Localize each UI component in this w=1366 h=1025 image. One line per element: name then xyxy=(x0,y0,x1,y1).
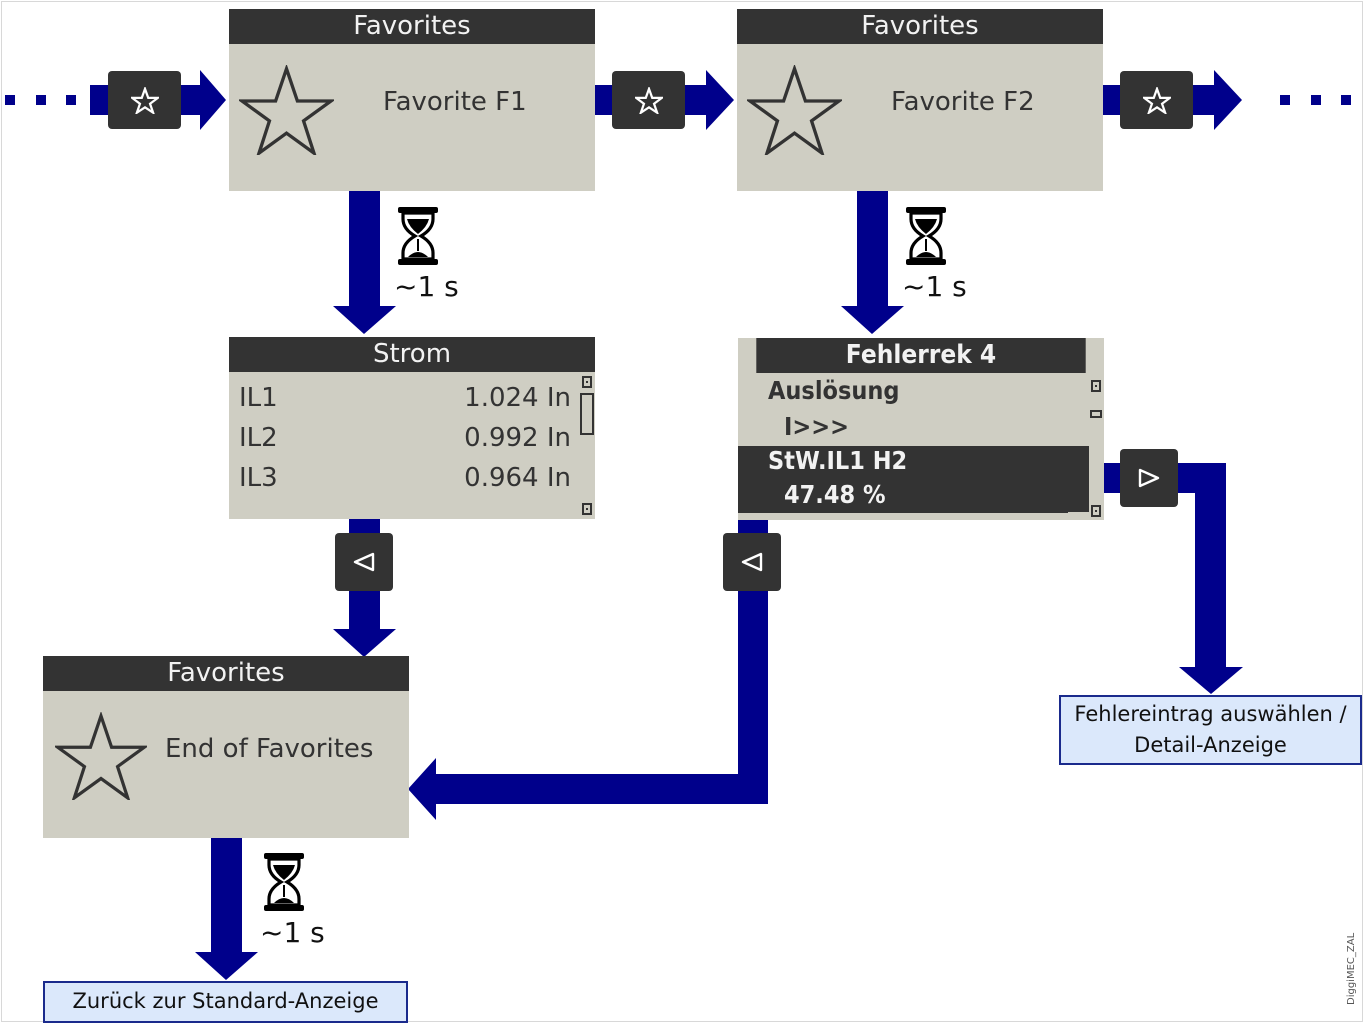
scrollbar-up[interactable] xyxy=(582,376,592,388)
dot xyxy=(1280,95,1290,105)
arrow-head xyxy=(1214,70,1242,130)
scrollbar-down[interactable] xyxy=(1091,505,1101,517)
note-line: Fehlereintrag auswählen / xyxy=(1074,702,1347,726)
scrollbar-thumb[interactable] xyxy=(580,393,594,435)
arrow-body xyxy=(349,191,380,308)
star-icon xyxy=(55,712,147,800)
dot xyxy=(36,95,46,105)
record-line: StW.IL1 H2 xyxy=(768,446,908,475)
right-key-button[interactable] xyxy=(1120,449,1178,507)
left-key-button[interactable] xyxy=(335,533,393,591)
star-icon xyxy=(239,65,334,155)
arrow-head xyxy=(200,70,226,130)
underline xyxy=(738,511,1068,513)
screen-header: Strom xyxy=(229,337,595,372)
star-icon xyxy=(747,65,842,155)
row-value: 1.024 In xyxy=(464,383,571,413)
row-name: IL2 xyxy=(239,423,278,453)
hourglass-icon xyxy=(264,853,304,911)
arrow-head xyxy=(706,70,734,130)
scrollbar-down[interactable] xyxy=(582,503,592,515)
dot xyxy=(1311,95,1321,105)
arrow-head xyxy=(333,306,396,334)
favorite-label: Favorite F2 xyxy=(891,87,1035,117)
row-value: 0.964 In xyxy=(464,463,571,493)
dot xyxy=(5,95,15,105)
dot xyxy=(66,95,76,105)
row-value: 0.992 In xyxy=(464,423,571,453)
fehlerrek-screen: Fehlerrek 4 Auslösung I>>> StW.IL1 H2 47… xyxy=(738,338,1104,520)
delay-label: ~1 s xyxy=(902,270,967,303)
left-key-button[interactable] xyxy=(723,533,781,591)
selected-row[interactable]: StW.IL1 H2 47.48 % xyxy=(738,446,1089,512)
row-name: IL1 xyxy=(239,383,278,413)
scrollbar-thumb[interactable] xyxy=(1090,410,1102,418)
delay-label: ~1 s xyxy=(260,916,325,949)
hourglass-icon xyxy=(398,207,438,265)
reference-label: DiggiMEC_ZAL xyxy=(1346,932,1357,1005)
arrow-head xyxy=(333,629,396,657)
screen-header: Fehlerrek 4 xyxy=(756,338,1086,373)
arrow-head xyxy=(195,952,258,980)
screen-header: Favorites xyxy=(737,9,1103,44)
arrow-head xyxy=(841,306,904,334)
favorite-f2-screen: Favorites Favorite F2 xyxy=(737,9,1103,191)
record-line: I>>> xyxy=(784,412,849,441)
screen-header: Favorites xyxy=(229,9,595,44)
dot xyxy=(1341,95,1351,105)
row-name: IL3 xyxy=(239,463,278,493)
triangle-right-icon xyxy=(1138,468,1160,488)
screen-header: Favorites xyxy=(43,656,409,691)
favorite-label: Favorite F1 xyxy=(383,87,527,117)
favorite-key-button[interactable] xyxy=(108,71,181,129)
strom-screen: Strom IL1 1.024 In IL2 0.992 In IL3 0.96… xyxy=(229,337,595,519)
end-of-favorites-screen: Favorites End of Favorites xyxy=(43,656,409,838)
favorite-key-button[interactable] xyxy=(1120,71,1193,129)
back-note: Zurück zur Standard-Anzeige xyxy=(43,981,408,1023)
star-icon xyxy=(130,86,159,114)
arrow-body xyxy=(432,774,768,804)
arrow-body xyxy=(857,191,888,308)
favorite-key-button[interactable] xyxy=(612,71,685,129)
delay-label: ~1 s xyxy=(394,270,459,303)
record-line: Auslösung xyxy=(768,376,900,405)
arrow-body xyxy=(1195,463,1226,669)
note-line: Detail-Anzeige xyxy=(1134,733,1287,757)
detail-note: Fehlereintrag auswählen / Detail-Anzeige xyxy=(1059,695,1362,765)
triangle-left-icon xyxy=(741,552,763,572)
hourglass-icon xyxy=(906,207,946,265)
arrow-body xyxy=(211,838,242,954)
arrow-head xyxy=(408,758,436,820)
star-icon xyxy=(1142,86,1171,114)
favorite-label: End of Favorites xyxy=(165,734,374,764)
arrow-head xyxy=(1179,667,1243,694)
star-icon xyxy=(634,86,663,114)
triangle-left-icon xyxy=(353,552,375,572)
record-line: 47.48 % xyxy=(784,480,886,509)
scrollbar-up[interactable] xyxy=(1091,380,1101,392)
favorite-f1-screen: Favorites Favorite F1 xyxy=(229,9,595,191)
